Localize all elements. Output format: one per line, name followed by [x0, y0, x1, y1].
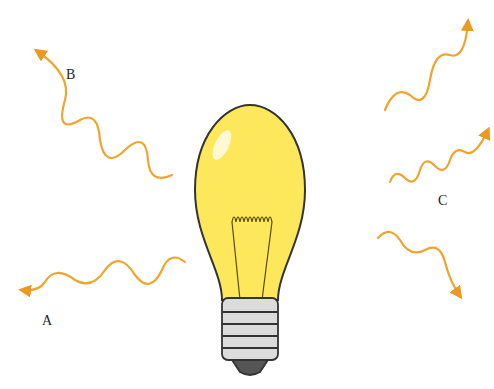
filament-coil [232, 217, 272, 222]
bulb-glass [195, 105, 305, 300]
glass-highlight [209, 128, 235, 163]
base-tip [232, 360, 268, 375]
light-wave [37, 51, 172, 178]
base-thread [222, 312, 278, 348]
light-wave [22, 258, 185, 291]
filament-wire [232, 222, 240, 300]
wave-label: B [66, 68, 75, 82]
wave-label: A [42, 314, 52, 328]
wave-label: C [438, 194, 447, 208]
filament-wire [262, 222, 272, 300]
light-wave [390, 130, 488, 182]
light-wave [385, 22, 468, 110]
bulb-base [222, 298, 278, 360]
light-wave [378, 232, 460, 296]
